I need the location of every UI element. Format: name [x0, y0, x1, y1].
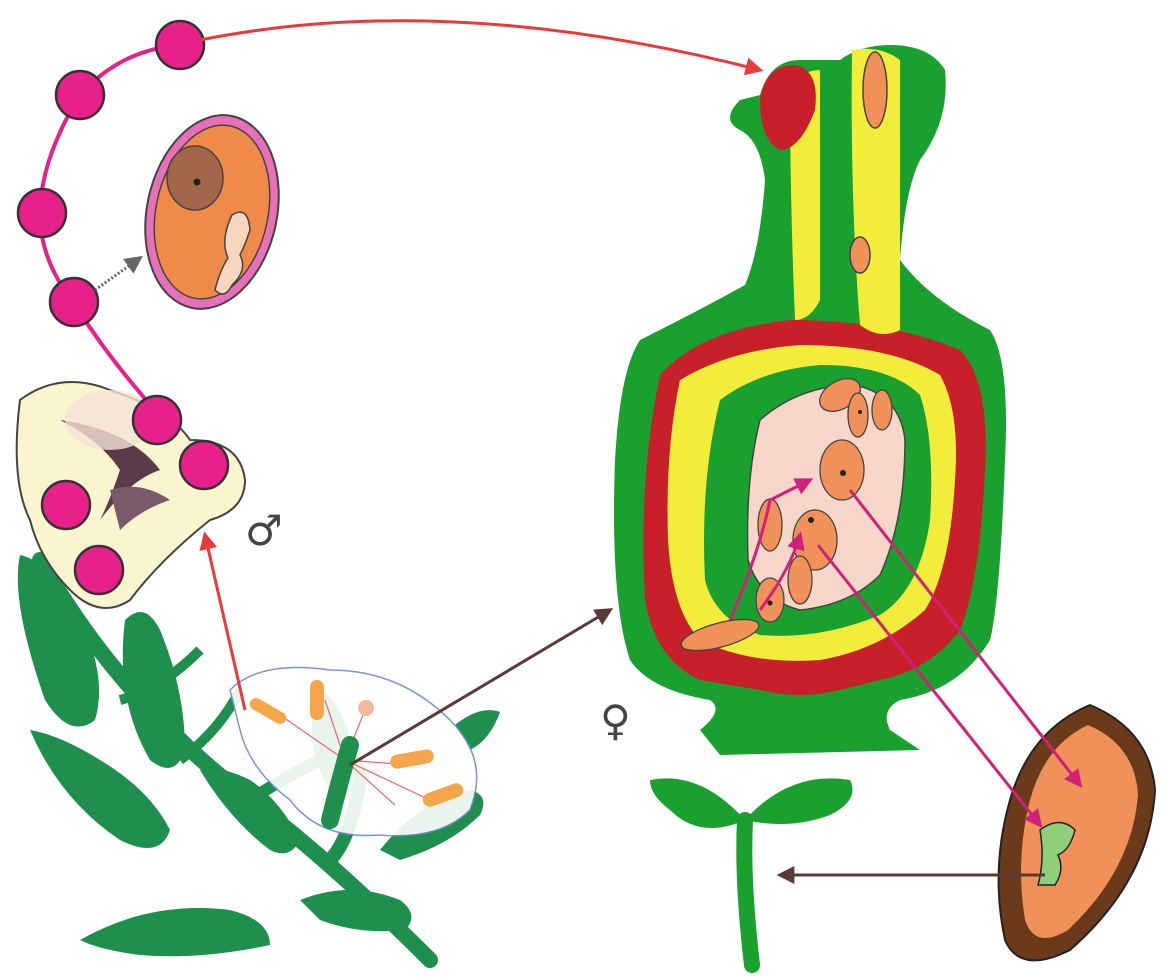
female-symbol: ♀: [600, 696, 631, 745]
pollen-grain-enlarged-icon: [128, 103, 296, 322]
male-symbol: ♂: [245, 506, 283, 555]
pistil-ovary-section-icon: [614, 45, 1006, 755]
seedling-icon: [650, 778, 853, 965]
seed-with-embryo-icon: [999, 705, 1155, 960]
flowering-plant-icon: [18, 555, 500, 960]
